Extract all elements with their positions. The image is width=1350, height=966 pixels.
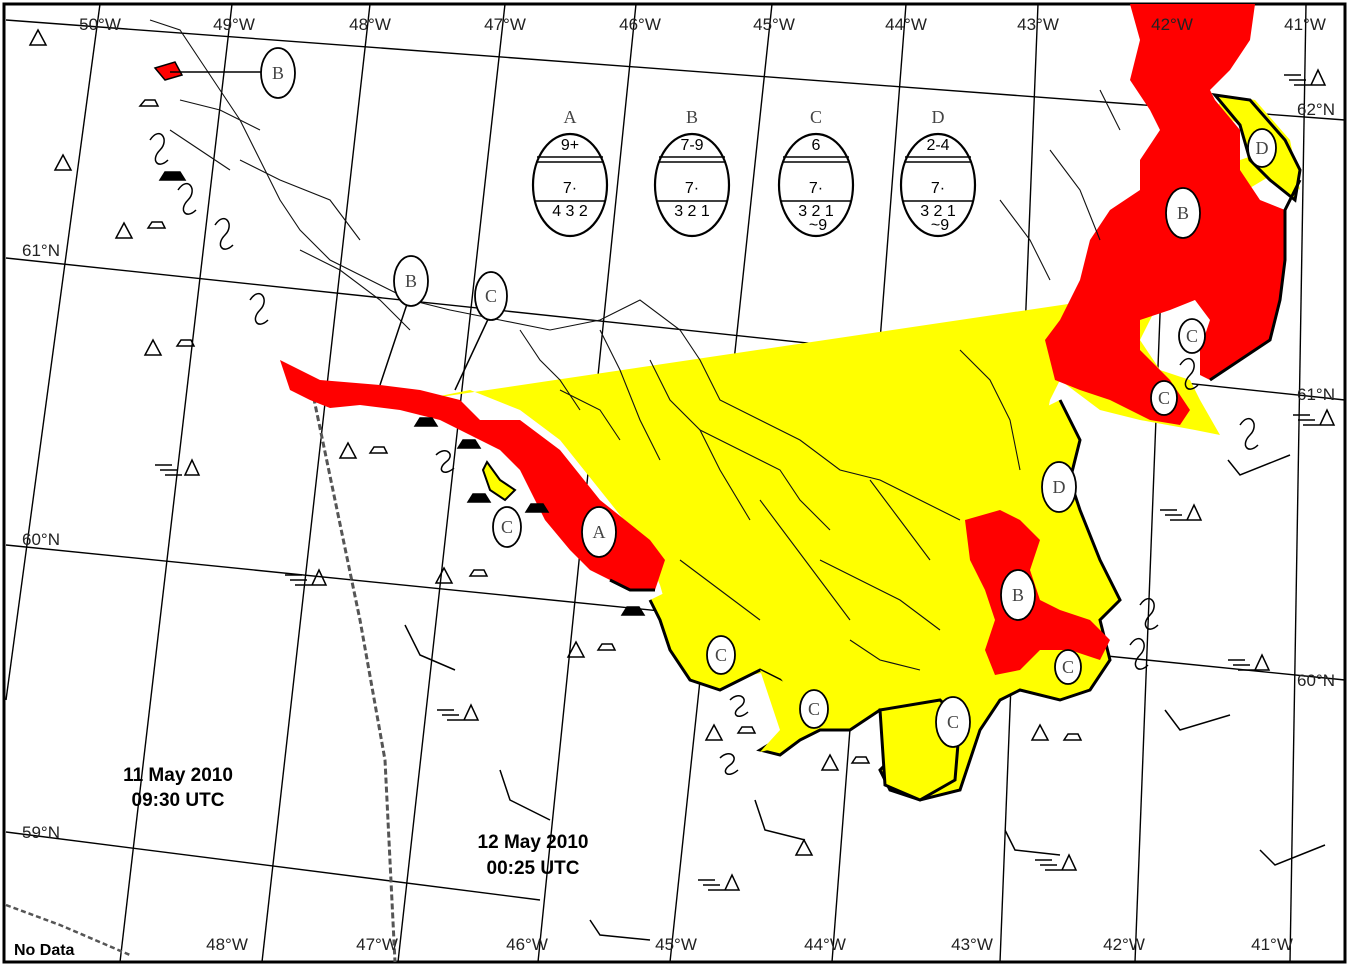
region-label-oval: C — [1150, 380, 1178, 416]
no-data-boundary — [5, 903, 131, 957]
egg-code-stage: 7· — [685, 180, 699, 197]
egg-code-stage: 7· — [809, 180, 823, 197]
region-label-oval: B — [1000, 569, 1036, 621]
region-label-oval: D — [1041, 461, 1077, 513]
region-label-letter: C — [1186, 326, 1198, 346]
region-label-oval: B — [1165, 187, 1201, 239]
region-label-letter: B — [405, 271, 417, 291]
region-label-oval: C — [474, 271, 508, 321]
region-label-letter: D — [1053, 477, 1066, 497]
top-lon-label: 43°W — [1017, 15, 1059, 34]
region-label-letter: C — [808, 699, 820, 719]
coastline-fjords — [149, 19, 1121, 671]
region-label-letter: B — [1177, 203, 1189, 223]
egg-code-d: D 2-4 7· 3 2 1~9 — [899, 107, 977, 238]
bottom-lon-label: 46°W — [506, 935, 548, 954]
egg-code-letter: B — [686, 107, 698, 127]
egg-code-letter: A — [564, 107, 577, 127]
date2-line2: 00:25 UTC — [487, 858, 580, 879]
bottom-lon-label: 48°W — [206, 935, 248, 954]
region-label-oval: B — [393, 255, 429, 307]
region-label-oval: C — [935, 696, 971, 748]
top-lon-label: 45°W — [753, 15, 795, 34]
egg-code-forms: 4 3 2 — [552, 203, 588, 220]
top-lon-label: 50°W — [79, 15, 121, 34]
date1-line1: 11 May 2010 — [123, 765, 233, 786]
egg-code-letter: C — [810, 107, 822, 127]
top-lon-label: 47°W — [484, 15, 526, 34]
right-lat-label: 60°N — [1297, 671, 1335, 690]
top-longitude-labels: 50°W 49°W 48°W 47°W 46°W 45°W 44°W 43°W 42°W 41°W — [79, 15, 1326, 34]
date1-line2: 09:30 UTC — [132, 790, 225, 811]
egg-code-forms: 3 2 1 — [920, 203, 956, 220]
egg-code-a: A 9+ 7· 4 3 2 — [531, 107, 609, 238]
region-label-letter: C — [1158, 388, 1170, 408]
label-pointers — [170, 71, 491, 391]
boundary-line — [308, 379, 397, 963]
egg-code-extra: ~9 — [809, 217, 827, 234]
bottom-lon-label: 45°W — [655, 935, 697, 954]
top-lon-label: 46°W — [619, 15, 661, 34]
egg-code-forms: 3 2 1 — [798, 203, 834, 220]
bottom-lon-label: 44°W — [804, 935, 846, 954]
egg-code-concentration: 6 — [812, 137, 821, 154]
top-lon-label: 41°W — [1284, 15, 1326, 34]
left-lat-label: 61°N — [22, 241, 60, 260]
region-label-oval: C — [706, 635, 736, 675]
egg-code-b: B 7-9 7· 3 2 1 — [653, 107, 731, 238]
egg-code-c: C 6 7· 3 2 1~9 — [777, 107, 855, 238]
bottom-lon-label: 47°W — [356, 935, 398, 954]
region-label-letter: B — [272, 63, 284, 83]
left-lat-label: 60°N — [22, 530, 60, 549]
region-label-letter: C — [715, 645, 727, 665]
region-label-oval: D — [1247, 128, 1277, 168]
latitude-labels: 61°N 60°N 59°N 62°N 61°N 60°N — [22, 100, 1335, 842]
no-data-label: No Data — [14, 942, 75, 959]
region-label-letter: C — [1062, 657, 1074, 677]
region-label-oval: A — [581, 506, 617, 558]
region-label-oval: C — [1054, 649, 1082, 685]
right-lat-label: 61°N — [1297, 385, 1335, 404]
bottom-lon-label: 42°W — [1103, 935, 1145, 954]
egg-code-forms: 3 2 1 — [674, 203, 710, 220]
region-labels: B B B C A D B C C C C D C C C — [260, 47, 1277, 748]
region-label-oval: B — [260, 47, 296, 99]
left-lat-label: 59°N — [22, 823, 60, 842]
egg-code-stage: 7· — [931, 180, 945, 197]
top-lon-label: 49°W — [213, 15, 255, 34]
bottom-longitude-labels: 48°W 47°W 46°W 45°W 44°W 43°W 42°W 41°W — [206, 935, 1293, 954]
egg-code-concentration: 9+ — [561, 137, 579, 154]
top-lon-label: 44°W — [885, 15, 927, 34]
region-label-oval: C — [799, 689, 829, 729]
region-label-oval: C — [1178, 318, 1206, 354]
region-label-letter: B — [1012, 585, 1024, 605]
ice-red — [153, 4, 1302, 675]
egg-code-extra: ~9 — [931, 217, 949, 234]
right-lat-label: 62°N — [1297, 100, 1335, 119]
region-label-letter: D — [1256, 138, 1269, 158]
region-label-oval: C — [492, 506, 522, 548]
egg-code-letter: D — [932, 107, 945, 127]
top-lon-label: 48°W — [349, 15, 391, 34]
region-label-letter: C — [485, 286, 497, 306]
egg-code-stage: 7· — [563, 180, 577, 197]
egg-code-concentration: 2-4 — [926, 137, 949, 154]
top-lon-label: 42°W — [1151, 15, 1193, 34]
ice-symbols — [28, 28, 1336, 941]
region-label-letter: C — [501, 517, 513, 537]
date2-line1: 12 May 2010 — [478, 832, 589, 853]
egg-code-concentration: 7-9 — [680, 137, 703, 154]
bottom-lon-label: 41°W — [1251, 935, 1293, 954]
region-label-letter: A — [593, 522, 606, 542]
bottom-lon-label: 43°W — [951, 935, 993, 954]
region-label-letter: C — [947, 712, 959, 732]
